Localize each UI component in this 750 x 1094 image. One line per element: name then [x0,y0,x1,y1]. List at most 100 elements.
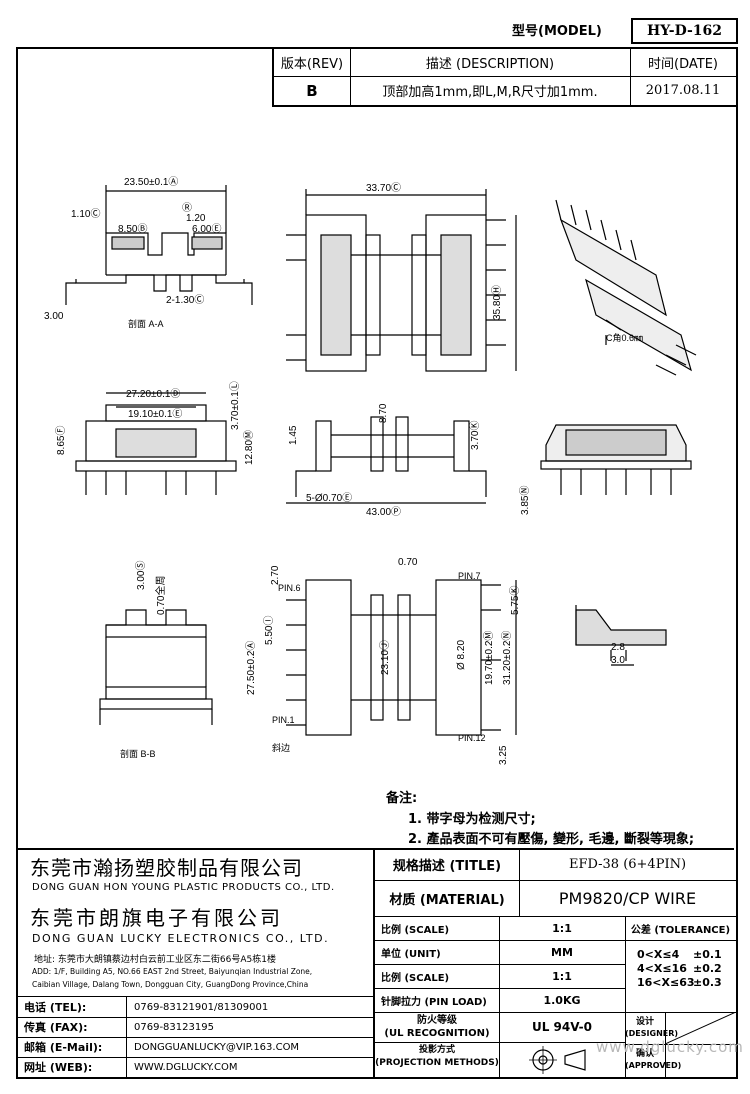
dim-5-00: 5-Ø0.70Ⓔ [306,492,352,504]
rev-header: 版本(REV) [280,57,344,72]
dim-3-00: 3.00 [44,311,64,322]
pin1-label: PIN.1 [272,715,295,725]
scale2-value: 1:1 [552,969,572,983]
pin6-label: PIN.6 [278,583,301,593]
company-address-en-2: Caibian Village, Dalang Town, Dongguan C… [32,980,309,989]
watermark-text: www.dglucky.com [596,1038,744,1056]
tolerance-label: 公差 (TOLERANCE) [630,924,731,936]
drawing-frame [16,47,738,1079]
desc-header: 描述 (DESCRIPTION) [425,57,555,72]
dim-12-80: 12.80Ⓜ [243,430,255,465]
fax-value[interactable]: 0769-83123195 [134,1021,214,1033]
tel-label: 电话 (TEL): [24,1001,87,1014]
dim-5-50: 5.50Ⓘ [263,616,275,645]
projection-symbol-icon [529,1046,586,1074]
material-value: PM9820/CP WIRE [558,888,697,908]
tolerance-row-1: 0<X≤4±0.1 [637,948,722,961]
bottom-view [286,579,517,736]
tol1-value: ±0.1 [693,948,722,961]
dim-3-70a: 3.70±0.1Ⓛ [229,381,241,430]
company-en-2: DONG GUAN LUCKY ELECTRONICS CO., LTD. [32,932,330,945]
date-header: 时间(DATE) [648,57,718,72]
dim-35-80: 35.80Ⓗ [491,285,503,320]
dim-19-70: 19.70±0.2Ⓜ [483,631,495,685]
web-label: 网址 (WEB): [24,1061,93,1074]
company-address-en-1: ADD: 1/F, Building A5, NO.66 EAST 2nd St… [32,967,313,976]
approved-label: 确认 (APPROVED) [625,1048,682,1072]
dim-43-00: 43.00Ⓟ [366,506,401,518]
company-address-cn: 地址: 东莞市大朗镇蔡边村白云前工业区东二街66号A5栋1楼 [34,955,276,965]
unit-label: 单位 (UNIT) [381,948,441,960]
model-value-box: HY-D-162 [631,18,738,44]
tol2-range: 4<X≤16 [637,962,687,975]
tolerance-row-3: 16<X≤63±0.3 [637,976,722,989]
designer-label-en: (DESIGNER) [625,1029,679,1038]
email-value[interactable]: DONGGUANLUCKY@VIP.163.COM [134,1041,300,1053]
pin7-label: PIN.7 [458,571,481,581]
designer-label: 设计 (DESIGNER) [625,1016,679,1040]
dim-8-70: 8.70 [378,403,389,423]
dim-3-85: 3.85Ⓝ [519,486,531,515]
side-view-left [75,392,237,495]
dim-19-10: 19.10±0.1Ⓔ [128,408,182,420]
dim-6-00: 6.00Ⓔ [192,223,221,235]
company-cn-2: 东莞市朗旗电子有限公司 [30,906,283,930]
dim-23-10: 23.10Ⓙ [379,640,391,675]
dim-3-00b: 3.00Ⓢ [135,561,147,590]
isometric-view [555,199,697,376]
scale-value: 1:1 [552,921,572,935]
web-value[interactable]: WWW.DGLUCKY.COM [134,1061,238,1073]
section-bb-label: 剖面 B-B [120,748,156,759]
fax-label: 传真 (FAX): [24,1021,88,1034]
dim-27-50: 27.50±0.2Ⓐ [245,641,257,695]
dim-3-25: 3.25 [498,745,509,765]
detail-view [575,605,667,666]
dim-23-50: 23.50±0.1Ⓐ [124,176,178,188]
projection-label-en: (PROJECTION METHODS) [375,1058,499,1068]
top-view [286,189,517,372]
revision-table: 版本(REV) 描述 (DESCRIPTION) 时间(DATE) B 顶部加高… [272,47,738,107]
technical-drawing: 23.50±0.1Ⓐ 1.10Ⓒ 8.50Ⓑ Ⓡ 1.20 6.00Ⓔ 2-1.… [44,176,697,765]
dim-8-50: 8.50Ⓑ [118,223,147,235]
pin12-label: PIN.12 [458,733,486,743]
rev-value: B [306,81,318,100]
designer-label-cn: 设计 [635,1017,654,1027]
model-label: 型号(MODEL) [512,24,602,39]
title-block-top-line [16,848,734,850]
notes-title: 备注: [386,791,418,806]
dim-8-20: Ø 8.20 [456,640,467,670]
dim-3-70b: 3.70Ⓚ [469,421,481,450]
ul-label: 防火等级 (UL RECOGNITION) [375,1014,499,1040]
date-value: 2017.08.11 [645,83,721,98]
dim-5-75: 5.75Ⓚ [509,586,521,615]
note-item-2: 2. 產品表面不可有壓傷, 變形, 毛邊, 斷裂等現象; [408,832,695,847]
company-cn-1: 东莞市瀚扬塑胶制品有限公司 [30,856,303,880]
dim-r: Ⓡ [182,202,192,214]
dim-31-20: 31.20±0.2Ⓝ [501,631,513,685]
dim-1-10: 1.10Ⓒ [71,208,100,220]
dim-1-45: 1.45 [288,425,299,445]
section-aa-view [65,185,253,305]
tolerance-row-2: 4<X≤16 ±0.2 [637,962,722,975]
ul-label-en: (UL RECOGNITION) [384,1028,490,1039]
dim-0-70-full: 0.70全周 [154,576,167,615]
approved-label-en: (APPROVED) [625,1061,682,1070]
note-item-1: 1. 带字母为检测尺寸; [408,812,536,827]
dim-27-20: 27.20±0.1Ⓓ [126,388,180,400]
dim-8-65: 8.65Ⓕ [55,426,67,455]
tol2-value: ±0.2 [693,962,722,975]
model-value: HY-D-162 [646,23,723,39]
dim-33-70: 33.70Ⓒ [366,182,401,194]
tol3-range: 16<X≤63 [637,976,695,989]
front-view [286,416,487,504]
section-aa-label: 剖面 A-A [128,318,164,329]
dim-2-8: 2.8 [611,642,625,653]
tel-value[interactable]: 0769-83121901/81309001 [134,1001,269,1013]
section-bb-view [99,609,213,725]
ul-label-cn: 防火等级 [417,1015,457,1026]
unit-value: MM [551,945,573,959]
email-label: 邮箱 (E-Mail): [24,1041,103,1054]
contacts-table: 电话 (TEL): 0769-83121901/81309001 传真 (FAX… [16,997,373,1077]
pinload-value: 1.0KG [543,993,581,1007]
dim-2-70: 2.70 [270,565,281,585]
